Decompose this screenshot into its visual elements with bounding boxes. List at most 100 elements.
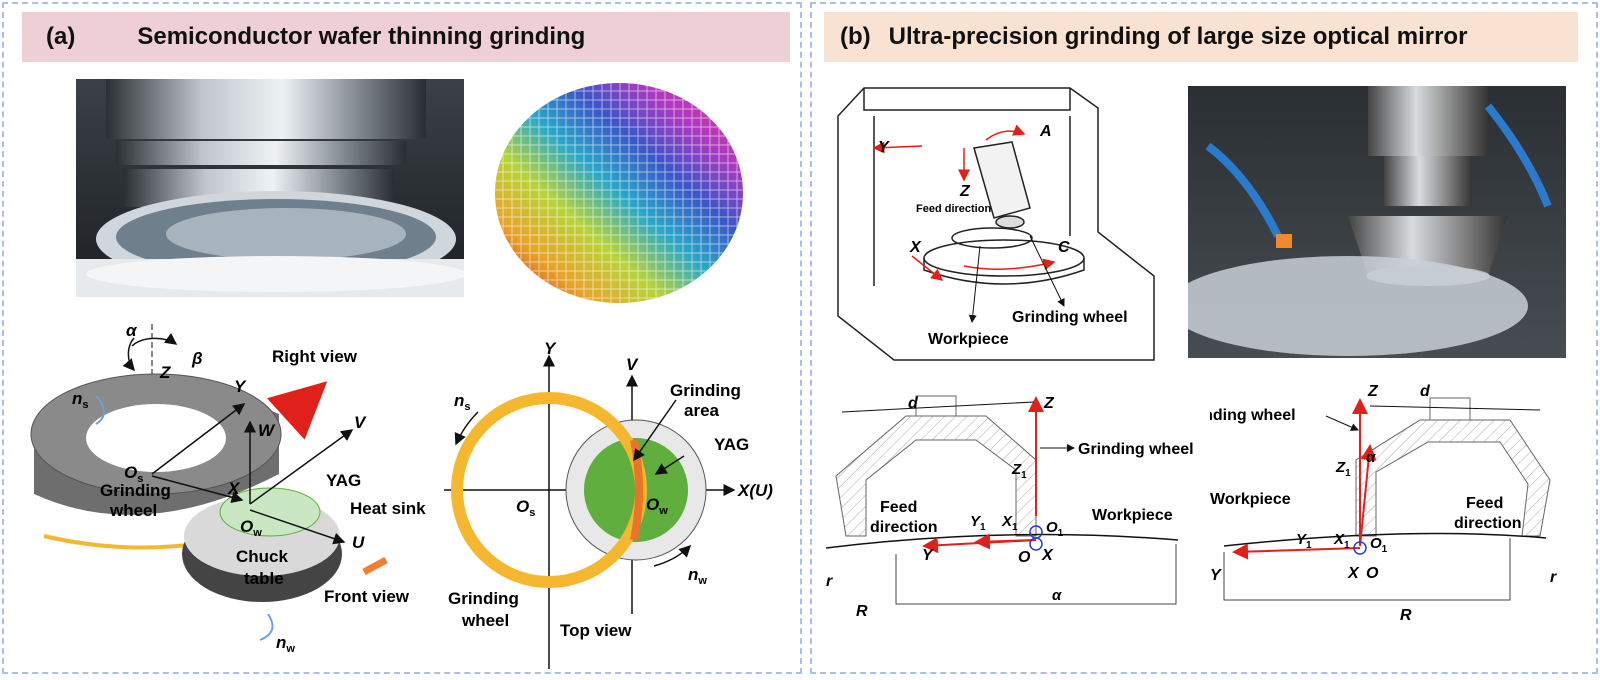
top-label-v: V <box>626 355 639 374</box>
panel-a-title: Semiconductor wafer thinning grinding <box>137 23 586 50</box>
panel-a-letter: (a) <box>46 23 76 50</box>
workpiece-disc <box>951 227 1033 249</box>
nw-rotation-arrow <box>259 613 274 641</box>
right-y-axis <box>1232 543 1361 560</box>
label-heat-sink: Heat sink <box>350 499 426 518</box>
spindle-head <box>973 141 1031 219</box>
u-axis-arrow <box>249 509 346 545</box>
machine-label-y: Y <box>878 139 890 156</box>
machine-columns <box>873 116 1071 286</box>
label-nw: nw <box>276 633 295 655</box>
right-wheel-pointer <box>1325 415 1359 431</box>
top-label-xu: X(U) <box>737 481 773 500</box>
right-d-dimension <box>1369 405 1541 411</box>
label-ns: ns <box>72 389 89 411</box>
left-label-y1: Y1 <box>970 513 986 533</box>
a-rotation-arrow <box>985 124 1026 141</box>
right-workpiece-body <box>1223 538 1511 601</box>
label-alpha: α <box>126 321 138 340</box>
label-u: U <box>352 533 365 552</box>
top-label-ns: ns <box>454 391 471 413</box>
label-right-view: Right view <box>272 347 358 366</box>
top-label-yag: YAG <box>714 435 749 454</box>
right-view-arrow <box>266 381 328 440</box>
right-label-z1: Z1 <box>1335 459 1351 479</box>
machine-label-x: X <box>909 239 922 256</box>
grinding-wheel-hole <box>86 404 226 472</box>
right-label-big-r: R <box>1400 607 1412 624</box>
wafer-grinder-photo <box>76 79 464 297</box>
top-view-diagram <box>444 354 736 669</box>
right-label-x: X <box>1347 565 1360 582</box>
top-label-nw: nw <box>688 565 707 587</box>
machine-label-z: Z <box>959 183 971 200</box>
right-o-marker <box>1353 541 1367 555</box>
left-workpiece-surface <box>826 533 1179 549</box>
yag-crystal <box>219 487 321 537</box>
label-beta: β <box>191 349 203 368</box>
right-label-d: d <box>1420 383 1431 400</box>
right-label-y: Y <box>1210 567 1222 584</box>
v-axis-arrow <box>249 429 354 505</box>
right-label-o1: O1 <box>1370 535 1388 555</box>
left-workpiece-body <box>895 544 1177 605</box>
ns-rotation-arrow <box>95 395 105 425</box>
left-o-marker <box>1029 537 1043 551</box>
machine-label-workpiece: Workpiece <box>928 331 1009 348</box>
machine-label-a: A <box>1039 123 1052 140</box>
grinding-area-pointer <box>633 399 677 462</box>
grinding-wheel-pointer <box>1029 235 1065 307</box>
workpiece-pointer <box>968 245 981 323</box>
top-label-y: Y <box>544 339 557 358</box>
grinding-machine-drawing: Y A Z Feed direction X C Grinding wheel … <box>837 87 1155 361</box>
left-d-dimension <box>841 401 1035 413</box>
top-nw-arrow <box>653 544 692 567</box>
right-label-workpiece: Workpiece <box>1210 491 1291 508</box>
machine-label-grinding-wheel: Grinding wheel <box>1012 309 1128 326</box>
label-os: Os <box>124 463 143 485</box>
left-label-alpha: α <box>1052 587 1062 604</box>
machine-frame <box>837 87 1155 361</box>
right-label-z: Z <box>1367 383 1379 400</box>
right-label-o: O <box>1366 565 1379 582</box>
right-label-grinding-wheel: Grinding wheel <box>1210 407 1296 424</box>
x-arrow-machine <box>911 255 944 281</box>
right-label-alpha: α <box>1366 449 1376 466</box>
machine-label-c: C <box>1058 239 1070 256</box>
panel-a: (a) Semiconductor wafer thinning grindin… <box>2 2 802 674</box>
label-front-view: Front view <box>324 587 410 606</box>
top-ns-arrow <box>454 411 479 446</box>
y-arrow-machine <box>872 141 923 154</box>
left-label-x: X <box>1041 547 1054 564</box>
label-yag-a: YAG <box>326 471 361 490</box>
right-label-x1: X1 <box>1333 531 1350 551</box>
label-y: Y <box>234 377 247 396</box>
right-z1-axis <box>1359 444 1377 547</box>
right-detail-diagram: Z d Grinding wheel Z1 α Workpiece Feeddi… <box>1210 383 1557 624</box>
label-ow: Ow <box>240 517 262 539</box>
top-label-ow: Ow <box>646 495 668 517</box>
y-axis-arrow <box>151 403 246 475</box>
left-label-x1: X1 <box>1001 513 1018 533</box>
top-label-os: Os <box>516 497 535 519</box>
left-label-o1: O1 <box>1046 519 1064 539</box>
left-label-y: Y <box>922 547 934 564</box>
x-axis-arrow <box>151 475 244 504</box>
left-label-grinding-wheel: Grinding wheel <box>1078 441 1194 458</box>
left-label-o: O <box>1018 549 1031 566</box>
top-label-top-view: Top view <box>560 621 632 640</box>
label-z: Z <box>159 363 171 382</box>
right-label-y1: Y1 <box>1296 531 1312 551</box>
mirror-grinding-photo <box>1188 86 1566 358</box>
panel-b: (b) Ultra-precision grinding of large si… <box>810 2 1598 674</box>
label-v: V <box>354 413 367 432</box>
left-y1-axis <box>974 533 1037 550</box>
right-workpiece-surface <box>1223 532 1547 547</box>
